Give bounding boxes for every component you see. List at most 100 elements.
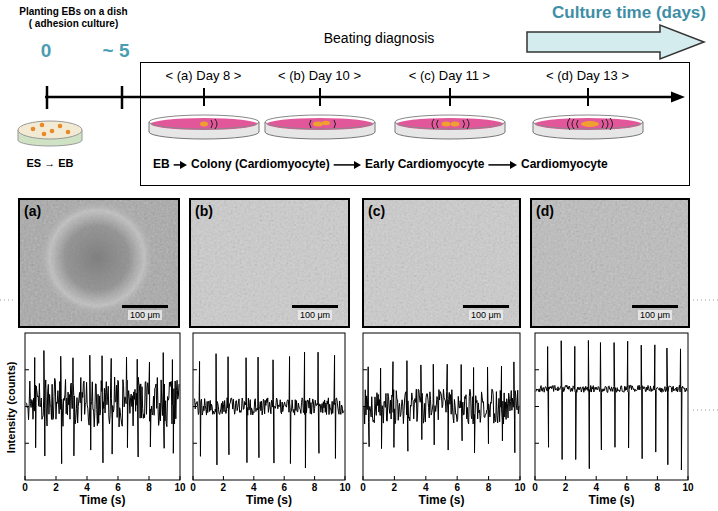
tick-label: 0 xyxy=(22,482,28,494)
x-tick xyxy=(314,476,315,480)
beating-signal xyxy=(194,352,344,468)
tick-label: 6 xyxy=(624,482,630,494)
colony xyxy=(39,200,155,316)
y-tick xyxy=(193,443,197,444)
stage-label: Cardiomyocyte xyxy=(521,158,608,172)
tick-label: 8 xyxy=(312,482,318,494)
panel-letter: (c) xyxy=(368,203,385,219)
dish-top xyxy=(18,121,82,139)
time-mark: 0 xyxy=(41,40,52,62)
tick-label: 4 xyxy=(593,482,599,494)
panel-letter: (a) xyxy=(24,203,41,219)
tick-label: 6 xyxy=(454,482,460,494)
eb-dot xyxy=(42,132,47,137)
stage-label: Early Cardiomyocyte xyxy=(365,158,484,172)
guide-line xyxy=(0,300,14,301)
tick-label: 4 xyxy=(423,482,429,494)
micrograph-panel: (a)100 μm xyxy=(18,198,180,328)
x-tick xyxy=(657,476,658,480)
x-tick xyxy=(193,476,194,480)
scale-label: 100 μm xyxy=(638,310,672,320)
x-tick xyxy=(223,476,224,480)
tick-label: 8 xyxy=(486,482,492,494)
guide-line xyxy=(693,410,718,411)
day-label: < (a) Day 8 > xyxy=(166,69,242,84)
y-tick xyxy=(535,443,539,444)
culture-dish xyxy=(149,115,259,139)
micrograph-grain xyxy=(362,198,521,328)
tick-label: 8 xyxy=(655,482,661,494)
axis-title: Culture time (days) xyxy=(552,3,706,23)
stage-label: EB xyxy=(153,158,170,172)
x-tick xyxy=(488,476,489,480)
timeline-tick xyxy=(587,88,589,106)
beat-mark xyxy=(568,118,613,130)
day-label: < (b) Day 10 > xyxy=(278,69,361,84)
micrograph xyxy=(530,198,690,328)
arrow-head xyxy=(354,161,361,169)
tick-label: 2 xyxy=(221,482,227,494)
chart-frame xyxy=(193,333,345,480)
tick-label: 10 xyxy=(339,482,350,494)
eb-dish xyxy=(18,121,82,146)
tick-label: 4 xyxy=(84,482,90,494)
arrow-shaft xyxy=(488,164,511,166)
micrograph-panel: (b)100 μm xyxy=(189,198,350,328)
tick-label: 10 xyxy=(174,482,185,494)
beating-cells xyxy=(200,121,599,127)
x-tick xyxy=(596,476,597,480)
scale-bar xyxy=(632,305,678,308)
step-note: Planting EBs on a dish ( adhesion cultur… xyxy=(18,6,129,29)
cell-blob xyxy=(451,122,460,127)
timeline-tick xyxy=(319,88,321,106)
chart-frame xyxy=(363,333,520,480)
beat-mark xyxy=(211,119,217,129)
tick-label: 2 xyxy=(392,482,398,494)
timeline-tick xyxy=(203,88,205,106)
x-tick xyxy=(394,476,395,480)
guide-line xyxy=(693,300,718,301)
y-tick xyxy=(535,406,539,407)
eb-dot xyxy=(66,130,71,135)
stage-label: Colony (Cardiomyocyte) xyxy=(191,158,330,172)
micrograph xyxy=(362,198,521,328)
micrograph xyxy=(18,198,180,328)
y-tick xyxy=(535,369,539,370)
y-tick xyxy=(363,369,367,370)
beating-signal xyxy=(26,351,179,464)
beat-mark xyxy=(310,120,336,128)
x-tick xyxy=(180,476,181,480)
tick-label: 10 xyxy=(514,482,525,494)
micrograph-grain xyxy=(18,198,180,328)
x-tick xyxy=(118,476,119,480)
beat-mark xyxy=(432,119,469,129)
x-tick xyxy=(345,476,346,480)
beating-signal xyxy=(364,361,519,453)
tick-label: 4 xyxy=(251,482,257,494)
cell-blob xyxy=(200,122,208,127)
scale-bar xyxy=(463,305,509,308)
x-tick xyxy=(149,476,150,480)
x-tick xyxy=(25,476,26,480)
x-tick xyxy=(565,476,566,480)
eb-dot xyxy=(50,129,55,134)
beating-signal xyxy=(536,340,687,470)
stage-arrow xyxy=(334,161,361,169)
axis-label: Time (s) xyxy=(419,494,465,508)
micrograph-panel: (c)100 μm xyxy=(362,198,521,328)
timeline-tick xyxy=(46,86,49,109)
x-tick xyxy=(363,476,364,480)
tick-label: 2 xyxy=(563,482,569,494)
culture-dish xyxy=(533,115,643,139)
cell-blob xyxy=(442,122,451,127)
x-tick xyxy=(253,476,254,480)
tick-label: 2 xyxy=(53,482,59,494)
tick-label: 0 xyxy=(360,482,366,494)
y-tick xyxy=(363,443,367,444)
beat-marks xyxy=(211,118,613,130)
eb-dot xyxy=(40,123,45,128)
tick-label: 0 xyxy=(532,482,538,494)
x-tick xyxy=(56,476,57,480)
stage-arrow xyxy=(174,161,187,169)
